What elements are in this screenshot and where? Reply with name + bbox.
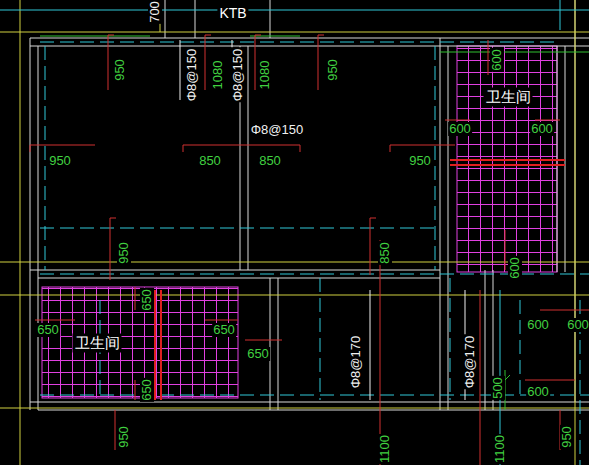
dimension-label: 850 [258,154,282,168]
dimension-label: 950 [560,425,574,449]
dimension-label: 950 [113,58,127,82]
dimension-label: Φ8@150 [185,48,199,103]
dimension-label: Φ8@170 [463,335,477,390]
dimension-label: 600 [526,318,550,332]
dimension-label: 600 [448,122,472,136]
dimension-label: 600 [490,48,504,72]
dimension-label: 650 [212,323,236,337]
dimension-label: 1100 [493,434,507,464]
dimension-label: 500 [491,376,505,400]
dimension-label: 650 [246,347,270,361]
dimension-label: Φ8@150 [231,48,245,103]
room-name: KTB [217,5,248,21]
stair-slab-box: KTB [196,0,270,26]
dimension-label: 950 [117,425,131,449]
dimension-label: Φ8@170 [349,335,363,390]
room-name: 卫生间 [484,88,533,107]
dimension-label: 600 [530,122,554,136]
dimension-label: 950 [326,58,340,82]
dimension-label: 1100 [378,434,392,464]
dimension-label: 850 [378,241,392,265]
toilet-area: 卫生间 [70,326,124,360]
dimension-label: 650 [140,378,154,402]
toilet-area: 卫生间 [470,80,546,114]
dimension-label: 950 [117,241,131,265]
dimension-label: 1080 [211,60,225,91]
dimension-label: 650 [140,288,154,312]
dimension-label: 650 [36,323,60,337]
dimension-label: 600 [508,256,522,280]
dimension-label: 600 [566,318,589,332]
dimension-label: 950 [408,154,432,168]
dimension-label: Φ8@150 [250,123,305,137]
dimension-label: 600 [526,385,550,399]
dimension-label: 850 [198,154,222,168]
room-name: 卫生间 [73,334,122,353]
dimension-label: 950 [48,154,72,168]
dimension-label: 1080 [258,60,272,91]
dimension-label: 700 [148,0,162,24]
